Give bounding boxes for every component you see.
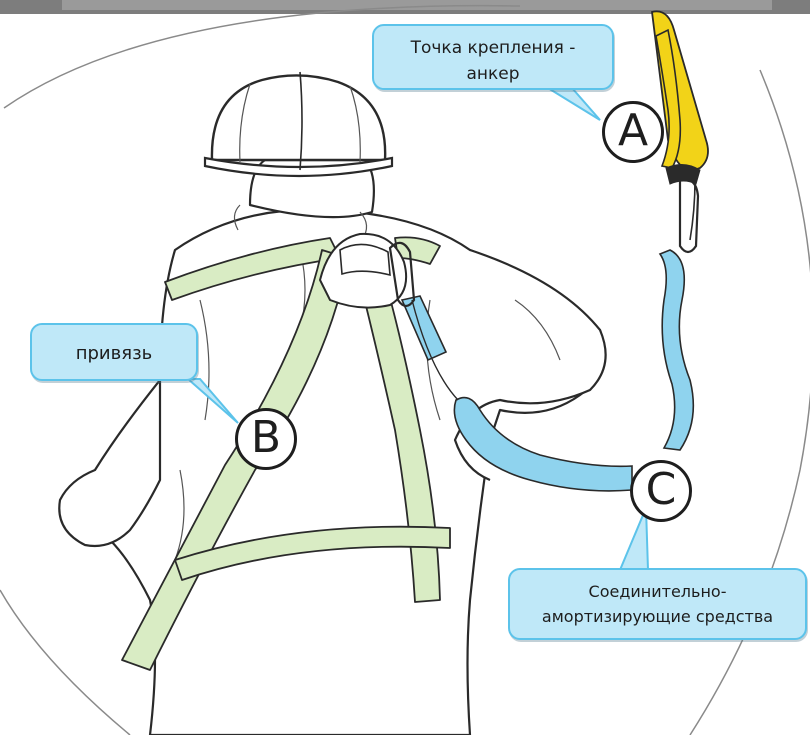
- anchor-sling: [652, 11, 708, 184]
- boundary-arc-left: [0, 590, 130, 735]
- top-strip-inner: [62, 0, 772, 10]
- callout-lanyard: Соединительно- амортизирующие средства: [508, 568, 807, 640]
- callout-anchor-line2: анкер: [374, 61, 612, 87]
- hard-hat: [205, 72, 392, 176]
- callout-anchor-point: Точка крепления - анкер: [372, 24, 614, 90]
- callout-lanyard-line2: амортизирующие средства: [510, 604, 805, 629]
- marker-b: B: [235, 408, 297, 470]
- marker-a: A: [602, 101, 664, 163]
- callout-lanyard-line1: Соединительно-: [510, 579, 805, 604]
- callout-harness-label: привязь: [32, 325, 196, 383]
- callout-anchor-line1: Точка крепления -: [374, 35, 612, 61]
- callout-harness: привязь: [30, 323, 198, 381]
- marker-c: C: [630, 460, 692, 522]
